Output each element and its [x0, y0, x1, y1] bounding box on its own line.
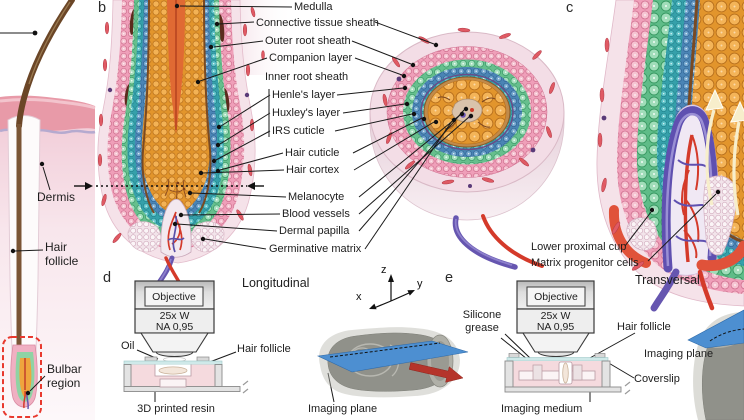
- label-lower-proximal-cup: Lower proximal cup: [531, 241, 627, 253]
- panel-e-title: Transversal: [635, 273, 700, 287]
- objective-label-e: Objective: [534, 291, 578, 303]
- label-hair-cortex: Hair cortex: [286, 164, 340, 176]
- label-companion-layer: Companion layer: [269, 52, 353, 64]
- coverslip-glass-e: [506, 357, 609, 362]
- label-huxleys-layer: Huxley's layer: [272, 107, 341, 119]
- panel-d-longitudinal-mounting-scheme: [123, 274, 469, 398]
- label-connective-tissue-sheath: Connective tissue sheath: [256, 17, 379, 29]
- panel-letter-d: d: [103, 270, 112, 286]
- label-inner-root-sheath: Inner root sheath: [265, 71, 349, 83]
- imaging-plane-e: [687, 309, 744, 349]
- objective-magnification-d: 25x W: [159, 310, 190, 322]
- label-dermis: Dermis: [37, 190, 75, 204]
- hair-follicle-sample-e: [562, 362, 569, 384]
- label-irs-cuticle: IRS cuticle: [272, 125, 325, 137]
- label-blood-vessels: Blood vessels: [282, 208, 350, 220]
- bulbar-region-dashed-box: [2, 336, 42, 418]
- panel-letter-e: e: [445, 270, 454, 286]
- label-germinative-matrix: Germinative matrix: [269, 243, 362, 255]
- label-coverslip: Coverslip: [634, 373, 680, 385]
- follicle-3d-transversal: [687, 309, 744, 420]
- scan-direction-arrow: [408, 362, 464, 383]
- label-hair-cuticle: Hair cuticle: [285, 147, 340, 159]
- label-medulla: Medulla: [294, 1, 333, 13]
- follicle-3d-longitudinal: [316, 327, 469, 398]
- panel-letter-c: c: [566, 0, 574, 16]
- objective-label-d: Objective: [152, 291, 196, 303]
- label-silicone-grease: Silicone grease: [462, 309, 502, 334]
- panel-c-bulb-zoom-illustration: [596, 0, 744, 312]
- label-matrix-progenitor-cells: Matrix progenitor cells: [531, 257, 639, 269]
- panel-letter-b: b: [98, 0, 107, 16]
- label-imaging-plane-e: Imaging plane: [644, 348, 714, 360]
- section-level-dotted-line: [74, 182, 264, 190]
- hair-follicle-sample-d: [158, 366, 188, 375]
- upward-migration-arrows: [705, 88, 744, 216]
- imaging-plane-d: [316, 340, 469, 373]
- objective-na-d: NA 0,95: [155, 321, 194, 333]
- label-melanocyte: Melanocyte: [288, 191, 345, 203]
- label-hair-follicle-e: Hair follicle: [617, 321, 671, 333]
- panel-b-longitudinal-illustration: [97, 0, 294, 297]
- panel-a-skin-overview-illustration: [0, 0, 96, 420]
- axis-label-x: x: [356, 291, 362, 303]
- panel-d-title: Longitudinal: [242, 276, 310, 290]
- objective-magnification-e: 25x W: [540, 310, 571, 322]
- bulbar-region-bulb: [10, 344, 38, 410]
- label-dermal-papilla: Dermal papilla: [279, 225, 350, 237]
- label-imaging-plane-d: Imaging plane: [308, 403, 378, 415]
- label-oil: Oil: [121, 340, 135, 352]
- axis-label-z: z: [381, 264, 387, 276]
- label-hair-follicle-d: Hair follicle: [237, 343, 291, 355]
- panel-e-transversal-mounting-scheme: [504, 280, 744, 420]
- coverslip-glass-d: [123, 360, 223, 365]
- leader-dots: [10, 3, 721, 396]
- label-outer-root-sheath: Outer root sheath: [265, 35, 351, 47]
- silicone-grease-dab: [594, 353, 606, 358]
- label-henles-layer: Henle's layer: [272, 89, 336, 101]
- leader-lines: [0, 5, 717, 403]
- coordinate-axes: [369, 274, 415, 310]
- silicone-grease-dab: [508, 353, 520, 358]
- objective-na-e: NA 0,95: [536, 321, 575, 333]
- label-bulbar-region: Bulbar region: [47, 362, 82, 391]
- axis-label-y: y: [417, 278, 423, 290]
- panel-b-transversal-disc-illustration: [369, 27, 565, 270]
- label-hair-follicle-a: Hair follicle: [45, 240, 79, 269]
- label-3d-printed-resin: 3D printed resin: [137, 403, 215, 415]
- label-imaging-medium: Imaging medium: [501, 403, 583, 415]
